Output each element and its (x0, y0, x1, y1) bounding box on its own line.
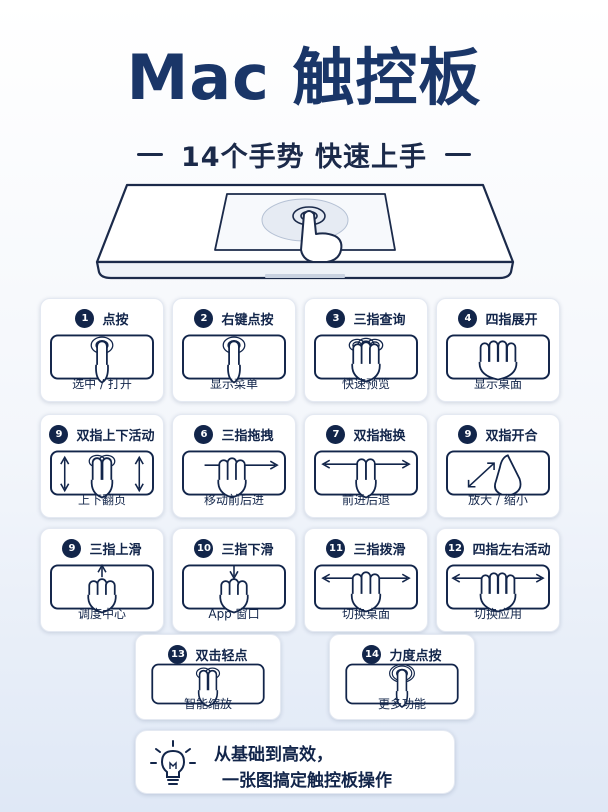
gesture-title: 三指拨滑 (353, 542, 406, 558)
gesture-number-badge: 9 (62, 538, 82, 558)
gesture-title: 三指下滑 (221, 542, 274, 558)
subtitle-row: 14个手势 快速上手 (0, 134, 608, 174)
gesture-number-badge: 9 (458, 424, 478, 444)
subtitle-dash-right (444, 152, 471, 156)
trackpad-hero-illustration (95, 183, 515, 280)
gesture-number-badge: 2 (194, 308, 214, 328)
gesture-title: 点按 (102, 312, 129, 328)
gesture-number-badge: 14 (362, 644, 382, 664)
gesture-title: 三指查询 (353, 312, 406, 328)
tip-line-1: 从基础到高效， (214, 745, 333, 765)
gesture-card-header: 1 点按 (41, 308, 163, 328)
gesture-card: 14 力度点按更多功能 (329, 634, 475, 720)
one-finger-tap-icon (50, 334, 154, 384)
gesture-number-badge: 10 (194, 538, 214, 558)
gesture-title: 三指拖拽 (221, 428, 274, 444)
gesture-caption: 放大 / 缩小 (468, 493, 528, 507)
three-finger-drag-icon (182, 450, 286, 499)
gesture-card: 9 双指开合放大 / 缩小 (436, 414, 560, 518)
gesture-card: 4 四指展开显示桌面 (436, 298, 560, 402)
gesture-number-badge: 3 (326, 308, 346, 328)
gesture-title: 双击轻点 (195, 648, 248, 664)
four-finger-spread-icon (446, 334, 550, 381)
gesture-card-header: 6 三指拖拽 (173, 424, 295, 444)
gesture-card: 9 双指上下活动上下翻页 (40, 414, 164, 518)
gesture-card-header: 3 三指查询 (305, 308, 427, 328)
gesture-card: 13 双击轻点智能缩放 (135, 634, 281, 720)
two-finger-double-tap-icon (151, 663, 265, 707)
gesture-card: 3 三指查询快速预览 (304, 298, 428, 402)
force-click-icon (345, 663, 459, 708)
gesture-title: 右键点按 (221, 312, 274, 328)
page-title: Mac 触控板 (126, 41, 482, 114)
gesture-caption: 更多功能 (377, 697, 426, 711)
gesture-title: 双指上下活动 (76, 428, 155, 444)
two-finger-vertical-scroll-icon (50, 450, 154, 499)
gesture-card-header: 4 四指展开 (437, 308, 559, 328)
four-finger-horizontal-swipe-icon (446, 564, 550, 613)
gesture-number-badge: 1 (75, 308, 95, 328)
gesture-card: 6 三指拖拽移动前后进 (172, 414, 296, 518)
subtitle: 14个手势 快速上手 (181, 141, 427, 173)
gesture-number-badge: 9 (49, 424, 69, 444)
two-finger-horizontal-swipe-icon (314, 450, 418, 499)
gesture-caption: 选中 / 打开 (72, 377, 132, 391)
gesture-card: 1 点按选中 / 打开 (40, 298, 164, 402)
gesture-number-badge: 7 (326, 424, 346, 444)
gesture-title: 双指开合 (485, 428, 538, 444)
gesture-caption: 智能缩放 (183, 697, 232, 711)
gesture-card: 11 三指拨滑切换桌面 (304, 528, 428, 632)
gesture-card-header: 13 双击轻点 (136, 644, 280, 664)
gesture-card: 9 三指上滑调度中心 (40, 528, 164, 632)
tip-banner: 从基础到高效， 一张图搞定触控板操作 (135, 730, 455, 794)
gesture-caption: 显示菜单 (209, 377, 258, 391)
pinch-zoom-icon (446, 450, 550, 496)
gesture-card-header: 14 力度点按 (330, 644, 474, 664)
gesture-card-header: 12 四指左右活动 (437, 538, 559, 558)
gesture-card-header: 9 双指开合 (437, 424, 559, 444)
gesture-card-header: 2 右键点按 (173, 308, 295, 328)
gesture-card-header: 7 双指拖换 (305, 424, 427, 444)
gesture-caption: 移动前后进 (203, 493, 264, 507)
lightbulb-icon (150, 740, 196, 785)
gesture-card-header: 9 双指上下活动 (41, 424, 163, 444)
gesture-title: 四指左右活动 (472, 542, 551, 558)
gesture-title: 三指上滑 (89, 542, 142, 558)
gesture-caption: 调度中心 (77, 607, 126, 621)
gesture-card: 10 三指下滑 App 窗口 (172, 528, 296, 632)
gesture-card-header: 10 三指下滑 (173, 538, 295, 558)
gesture-card: 7 双指拖换前进后退 (304, 414, 428, 518)
gesture-title: 双指拖换 (353, 428, 406, 444)
three-finger-tap-icon (314, 334, 418, 383)
gesture-caption: 切换桌面 (341, 607, 390, 621)
gesture-card-header: 11 三指拨滑 (305, 538, 427, 558)
gesture-number-badge: 12 (445, 538, 465, 558)
three-finger-horizontal-swipe-icon (314, 564, 418, 613)
gesture-caption: App 窗口 (208, 607, 260, 621)
gesture-card: 2 右键点按显示菜单 (172, 298, 296, 402)
tip-line-2: 一张图搞定触控板操作 (222, 771, 392, 791)
subtitle-dash-left (137, 152, 163, 156)
gesture-title: 力度点按 (389, 648, 442, 664)
three-finger-swipe-up-icon (50, 563, 154, 614)
gesture-number-badge: 6 (194, 424, 214, 444)
gesture-number-badge: 11 (326, 538, 346, 558)
gesture-title: 四指展开 (485, 312, 538, 328)
gesture-caption: 切换应用 (473, 607, 522, 621)
gesture-caption: 显示桌面 (473, 377, 522, 391)
gesture-caption: 前进后退 (341, 493, 390, 507)
gesture-caption: 快速预览 (341, 377, 390, 391)
gesture-caption: 上下翻页 (77, 493, 126, 507)
three-finger-swipe-down-icon (182, 564, 286, 614)
gesture-card-header: 9 三指上滑 (41, 538, 163, 558)
gesture-number-badge: 13 (168, 644, 188, 664)
gesture-number-badge: 4 (458, 308, 478, 328)
one-finger-tap-icon (182, 334, 286, 384)
gesture-card: 12 四指左右活动切换应用 (436, 528, 560, 632)
